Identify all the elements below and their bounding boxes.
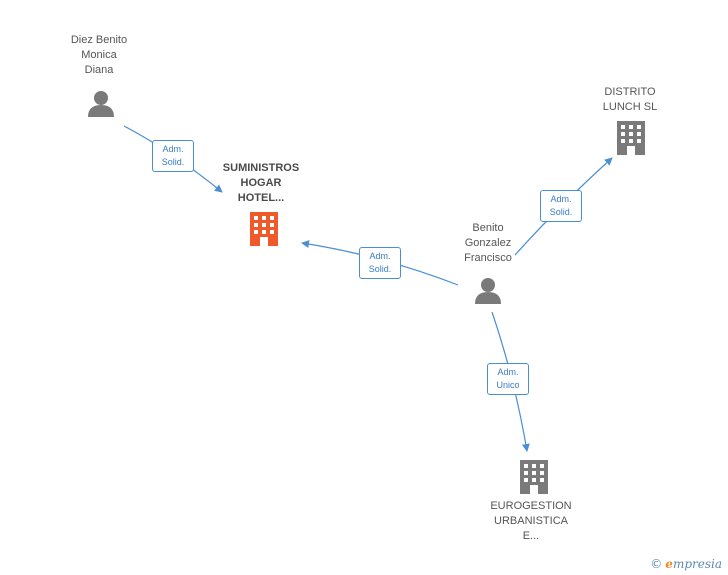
building-icon[interactable] <box>520 460 548 494</box>
node-label-diez-benito[interactable]: Diez Benito Monica Diana <box>70 34 128 76</box>
edge-label-adm-solid[interactable]: Adm. Solid. <box>540 190 582 222</box>
brand-initial: e <box>665 557 673 571</box>
person-icon[interactable] <box>88 91 114 117</box>
copyright-icon: © <box>650 557 663 571</box>
edge-label-adm-solid[interactable]: Adm. Solid. <box>359 247 401 279</box>
node-label-suministros[interactable]: SUMINISTROS HOGAR HOTEL... <box>222 162 300 204</box>
node-label-distrito[interactable]: DISTRITO LUNCH SL <box>602 86 658 113</box>
building-icon[interactable] <box>250 212 278 246</box>
edge-label-adm-solid[interactable]: Adm. Solid. <box>152 140 194 172</box>
edge-label-adm-unico[interactable]: Adm. Unico <box>487 363 529 395</box>
node-label-eurogestion[interactable]: EUROGESTION URBANISTICA E... <box>490 500 572 542</box>
building-icon[interactable] <box>617 121 645 155</box>
person-icon[interactable] <box>475 278 501 304</box>
node-label-benito-gonzalez[interactable]: Benito Gonzalez Francisco <box>464 222 512 264</box>
brand-logo: ©empresia <box>650 557 722 571</box>
brand-name: mpresia <box>672 557 722 571</box>
